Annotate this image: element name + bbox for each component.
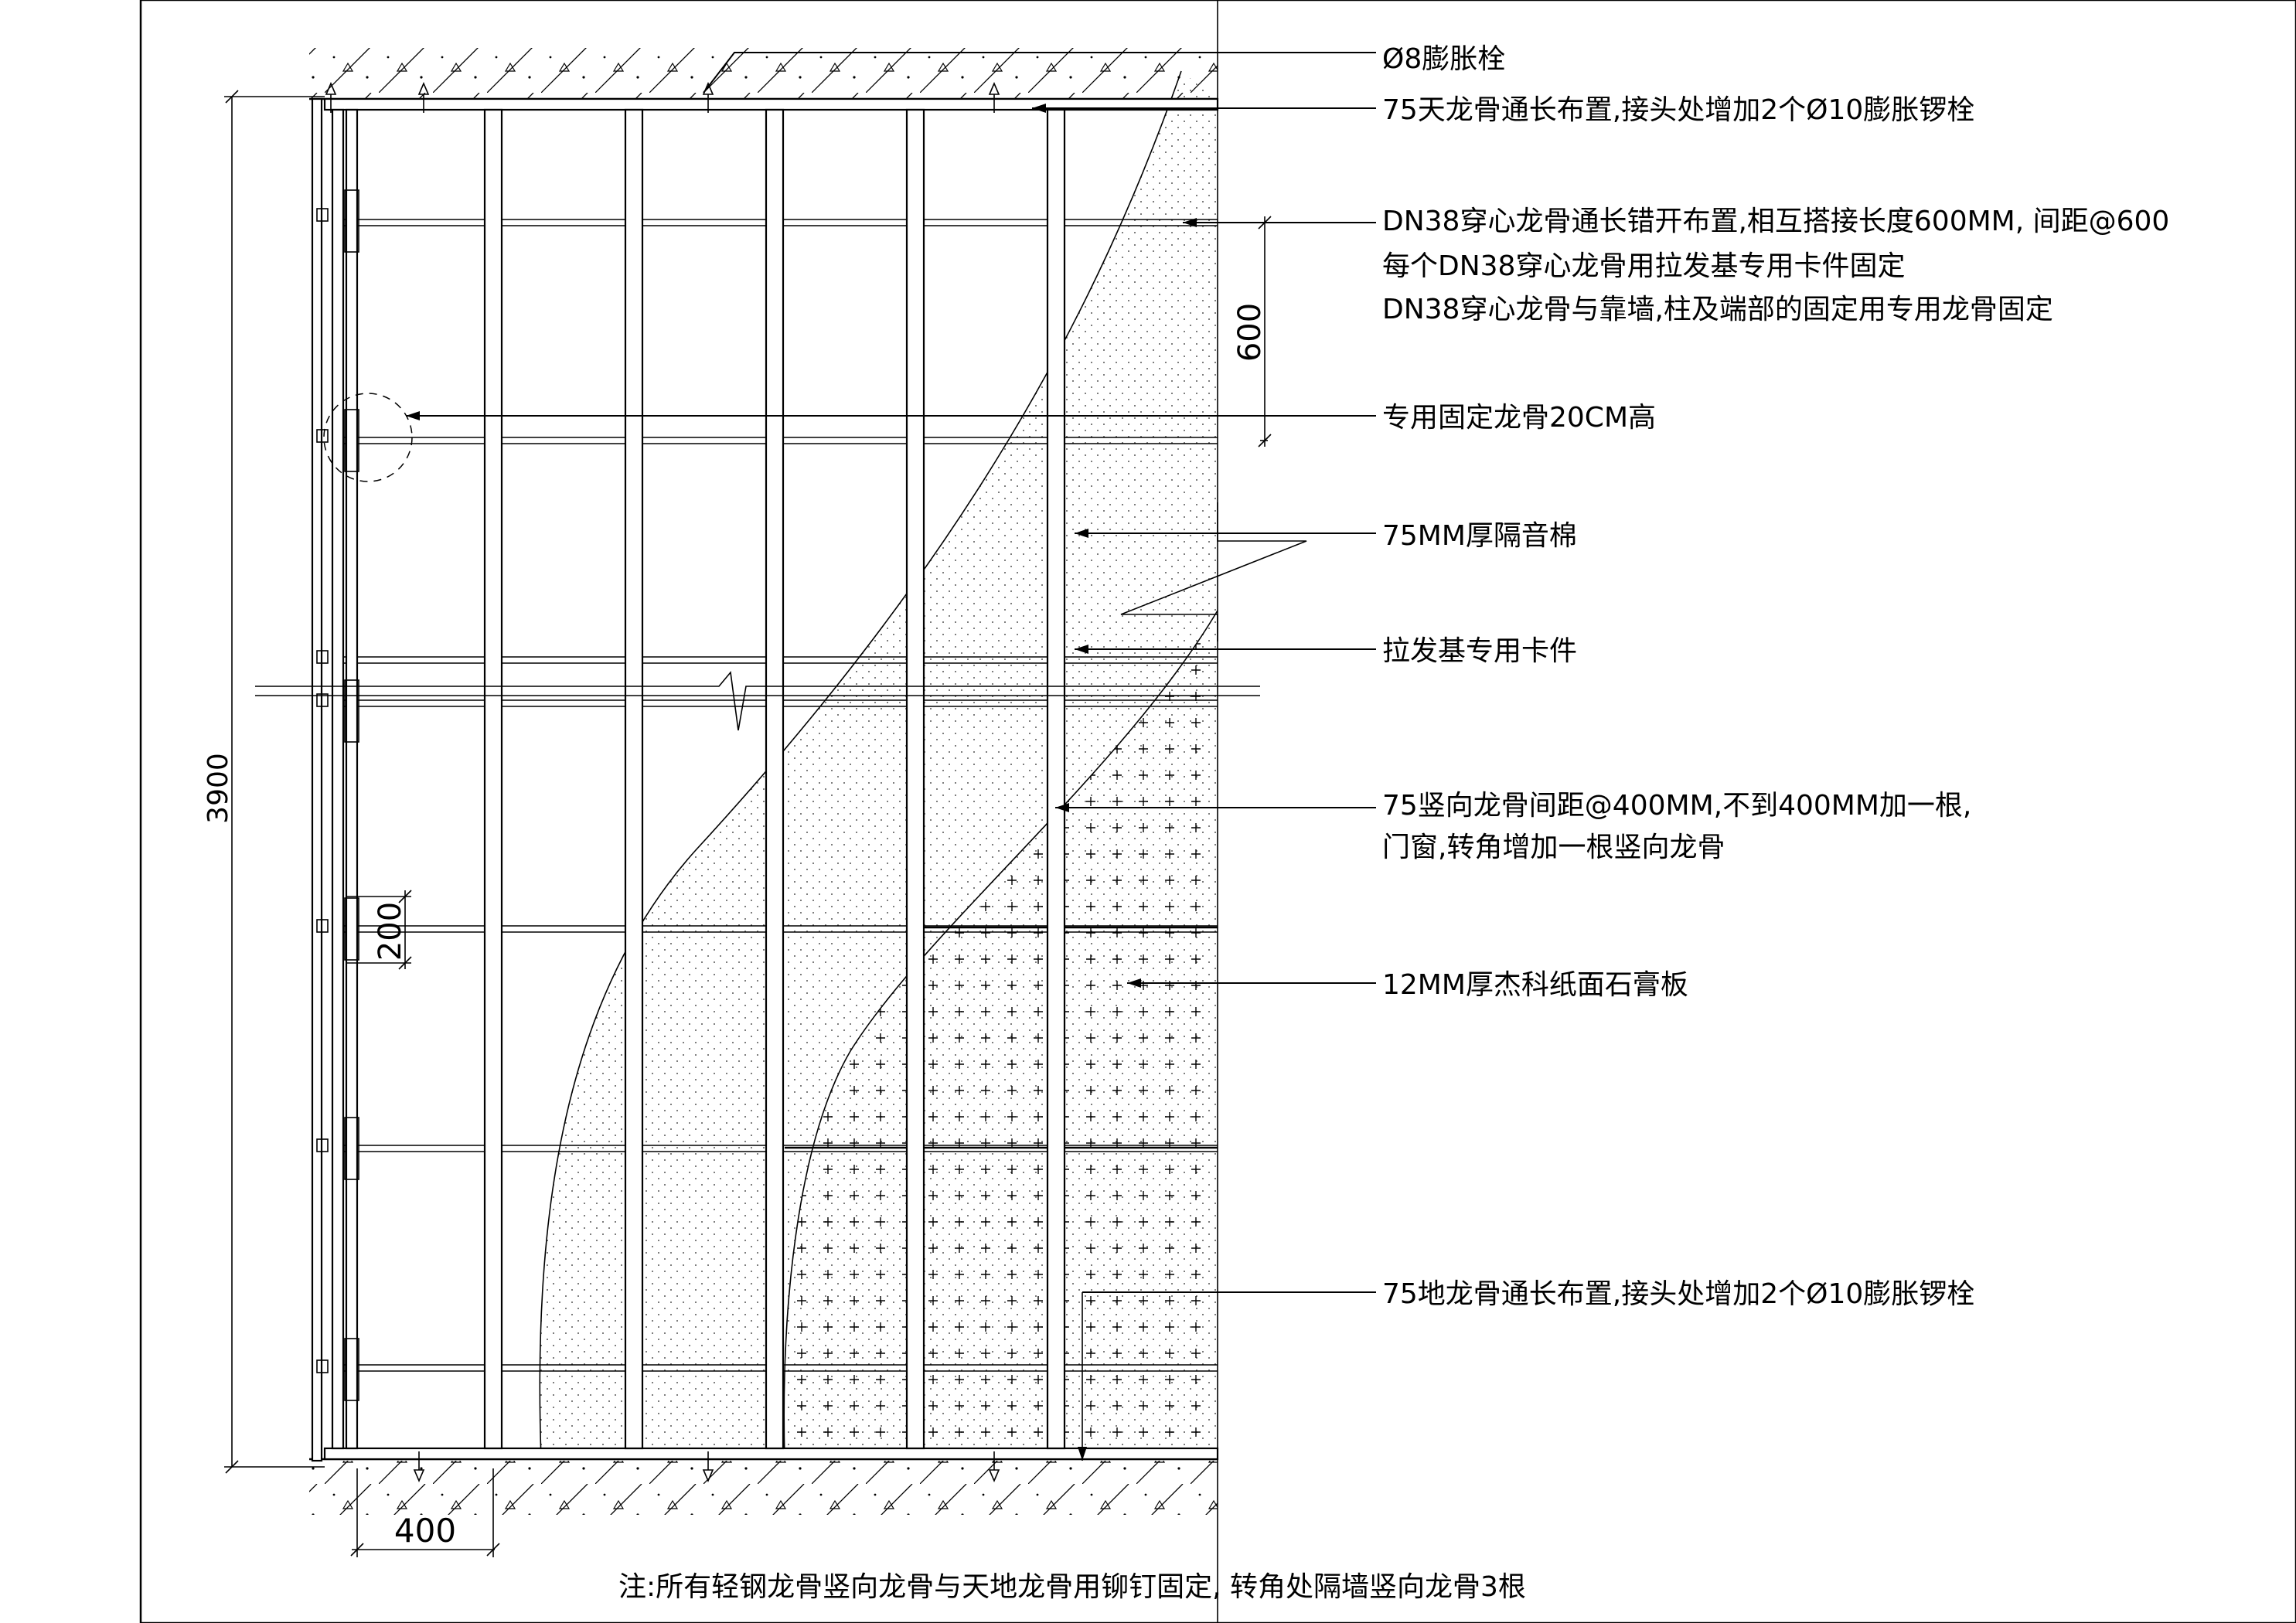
annotation-stud-spacing: 75竖向龙骨间距@400MM,不到400MM加一根, (1382, 790, 1971, 822)
annotation-dn38-layout: DN38穿心龙骨通长错开布置,相互搭接长度600MM, 间距@600 (1382, 206, 2169, 237)
expansion-bolts-bottom (413, 1451, 1000, 1483)
stud-5 (1046, 108, 1066, 1450)
stud-4 (905, 108, 925, 1450)
detail-callout-circle (323, 393, 413, 482)
dim-rail-spacing-label: 600 (1232, 303, 1268, 362)
break-line (255, 671, 1260, 731)
section-offset-line (1120, 502, 1307, 641)
annotation-dn38-fixing: DN38穿心龙骨与靠墙,柱及端部的固定用专用龙骨固定 (1382, 294, 2053, 325)
annotation-top-track: 75天龙骨通长布置,接头处增加2个Ø10膨胀锣栓 (1382, 94, 1974, 126)
dim-height (224, 90, 325, 1474)
annotation-dn38-clip: 每个DN38穿心龙骨用拉发基专用卡件固定 (1382, 250, 1905, 282)
board-cut-edge (783, 610, 1218, 1460)
dim-stud-spacing-label: 400 (394, 1512, 456, 1550)
annotation-bottom-track: 75地龙骨通长布置,接头处增加2个Ø10膨胀锣栓 (1382, 1278, 1974, 1310)
dim-fixing-height-label: 200 (373, 902, 408, 961)
wall-stud-1 (311, 97, 323, 1462)
expansion-bolts-top (325, 81, 1000, 113)
leader-expansion-bolt (703, 52, 1376, 94)
gypsum-board-region (784, 611, 1218, 1459)
leader-arrowheads (406, 104, 1197, 1461)
wall-stud-3 (345, 108, 359, 1450)
annotation-expansion-bolt: Ø8膨胀栓 (1382, 43, 1505, 75)
annotation-gypsum-board: 12MM厚杰科纸面石膏板 (1382, 969, 1688, 1001)
fixing-clips (316, 189, 413, 1401)
vertical-studs (311, 97, 1066, 1462)
stud-3 (765, 108, 785, 1450)
annotation-stud-extra: 门窗,转角增加一根竖向龙骨 (1382, 832, 1725, 863)
insulation-cut-edge (539, 70, 1182, 1460)
wall-stud-2 (331, 108, 345, 1450)
stud-2 (624, 108, 644, 1450)
ceiling-slab (309, 48, 1218, 100)
board-joints (785, 926, 1218, 1149)
dim-fixing-height (346, 890, 412, 970)
floor-slab (309, 1458, 1218, 1515)
annotation-fixing-stud: 专用固定龙骨20CM高 (1382, 402, 1656, 434)
annotation-insulation: 75MM厚隔音棉 (1382, 520, 1577, 552)
dim-height-label: 3900 (203, 753, 234, 824)
annotation-clip: 拉发基专用卡件 (1382, 635, 1577, 667)
annotation-texts: Ø8膨胀栓 75天龙骨通长布置,接头处增加2个Ø10膨胀锣栓 DN38穿心龙骨通… (1382, 43, 2169, 1310)
dim-stud-spacing (350, 1468, 500, 1557)
stud-1 (483, 108, 503, 1450)
leader-lines (406, 52, 1376, 1461)
outer-frame (139, 0, 2296, 1623)
general-note: 注:所有轻钢龙骨竖向龙骨与天地龙骨用铆钉固定, 转角处隔墙竖向龙骨3根 (618, 1571, 1526, 1603)
